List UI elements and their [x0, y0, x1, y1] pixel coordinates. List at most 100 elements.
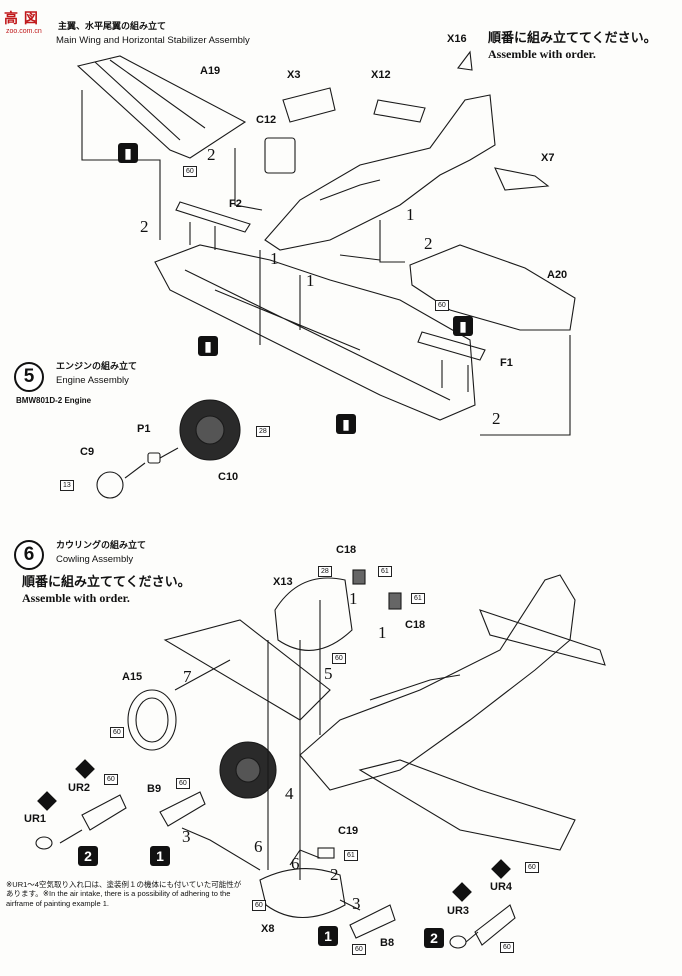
part-c18-b [388, 592, 402, 610]
label-p1: P1 [137, 423, 151, 435]
label-c9: C9 [80, 446, 95, 458]
seq6-6-a: 6 [254, 837, 263, 856]
part-x7 [494, 167, 550, 191]
code-28-b: 28 [318, 566, 332, 577]
label-x8: X8 [261, 923, 275, 935]
code-60-a: 60 [183, 166, 197, 177]
label-b8: B8 [380, 937, 395, 949]
seq-1-b: 1 [270, 249, 279, 268]
code-60-g: 60 [252, 900, 266, 911]
label-f1: F1 [500, 357, 513, 369]
label-b9: B9 [147, 783, 162, 795]
part-ur2 [81, 794, 127, 831]
label-a15: A15 [122, 671, 143, 683]
step6-order-jp: 順番に組み立ててください。 [22, 575, 191, 590]
label-x7: X7 [541, 152, 555, 164]
seq-2-d: 2 [492, 409, 501, 428]
seq-2-b: 2 [140, 217, 149, 236]
code-61-b: 61 [411, 593, 425, 604]
seq6-2: 2 [330, 865, 339, 884]
label-c12: C12 [256, 114, 277, 126]
label-c10: C10 [218, 471, 239, 483]
code-60-j: 60 [525, 862, 539, 873]
part-x8 [259, 868, 346, 919]
seq-1-c: 1 [306, 271, 315, 290]
code-61-c: 61 [344, 850, 358, 861]
seq6-1-a: 1 [349, 589, 358, 608]
label-c18-b: C18 [405, 619, 426, 631]
label-c19: C19 [338, 825, 359, 837]
step6-title-en: Cowling Assembly [56, 554, 134, 565]
step5-title-jp: エンジンの組み立て [56, 361, 138, 371]
part-b9 [159, 791, 206, 827]
part-c12 [264, 137, 296, 174]
glue-marker-d: ▮ [336, 414, 356, 434]
part-x16 [457, 50, 473, 71]
part-x13 [274, 577, 353, 651]
part-a15 [127, 689, 177, 751]
label-ur3: UR3 [447, 905, 470, 917]
code-13: 13 [60, 480, 74, 491]
label-x13: X13 [273, 576, 293, 588]
part-c19 [317, 847, 335, 859]
part-f2 [175, 201, 251, 233]
step5-number: 5 [14, 362, 44, 392]
part-p1 [147, 452, 161, 464]
part-x12 [373, 99, 426, 123]
label-f2: F2 [229, 198, 242, 210]
glue-marker-a: ▮ [118, 143, 138, 163]
label-c18-a: C18 [336, 544, 357, 556]
seq6-1-b: 1 [378, 623, 387, 642]
step5-engine-name: BMW801D-2 Engine [16, 396, 92, 405]
part-c9 [96, 471, 124, 499]
seq6-3-b: 3 [352, 894, 361, 913]
seq-2-c: 2 [424, 234, 433, 253]
code-60-b: 60 [435, 300, 449, 311]
code-60-e: 60 [104, 774, 118, 785]
part-x3 [282, 87, 336, 123]
step4-order-jp: 順番に組み立ててください。 [488, 31, 657, 46]
code-60-d: 60 [110, 727, 124, 738]
step4-title-jp: 主翼、水平尾翼の組み立て [58, 21, 167, 31]
step6-number: 6 [14, 540, 44, 570]
code-28: 28 [256, 426, 270, 437]
label-a20: A20 [547, 269, 568, 281]
code-61-a: 61 [378, 566, 392, 577]
part-ur1 [35, 836, 53, 850]
part-ur3 [449, 935, 467, 949]
part-f1 [417, 331, 486, 361]
painting-marker-1-a: 1 [150, 846, 170, 866]
wing-upper-left [76, 55, 247, 159]
label-x16: X16 [447, 33, 467, 45]
part-b8 [349, 904, 396, 939]
step4-title-en: Main Wing and Horizontal Stabilizer Asse… [56, 35, 250, 46]
painting-marker-2-a: 2 [78, 846, 98, 866]
painting-marker-1-b: 1 [318, 926, 338, 946]
step5-title-en: Engine Assembly [56, 375, 129, 386]
seq-1-a: 1 [406, 205, 415, 224]
step6-order-en: Assemble with order. [22, 591, 130, 605]
label-ur2: UR2 [68, 782, 91, 794]
step4-order-en: Assemble with order. [488, 47, 596, 61]
seq6-6-b: 6 [291, 854, 300, 873]
wing-lower [154, 244, 476, 421]
painting-marker-2-b: 2 [424, 928, 444, 948]
seq6-5: 5 [324, 664, 333, 683]
seq6-4: 4 [285, 784, 294, 803]
code-60-c: 60 [332, 653, 346, 664]
part-ur4 [474, 904, 516, 946]
stabilizer-step6 [479, 609, 606, 666]
seq-2-a: 2 [207, 145, 216, 164]
wing-step6-right [358, 759, 576, 851]
glue-marker-b: ▮ [198, 336, 218, 356]
step6-title-jp: カウリングの組み立て [56, 540, 147, 550]
code-60-h: 60 [352, 944, 366, 955]
watermark-logo: 高 図 [4, 10, 39, 26]
glue-marker-c: ▮ [453, 316, 473, 336]
label-x12: X12 [371, 69, 391, 81]
fuselage-step6 [299, 574, 576, 791]
wing-step6-left [163, 619, 331, 721]
label-a19: A19 [200, 65, 221, 77]
